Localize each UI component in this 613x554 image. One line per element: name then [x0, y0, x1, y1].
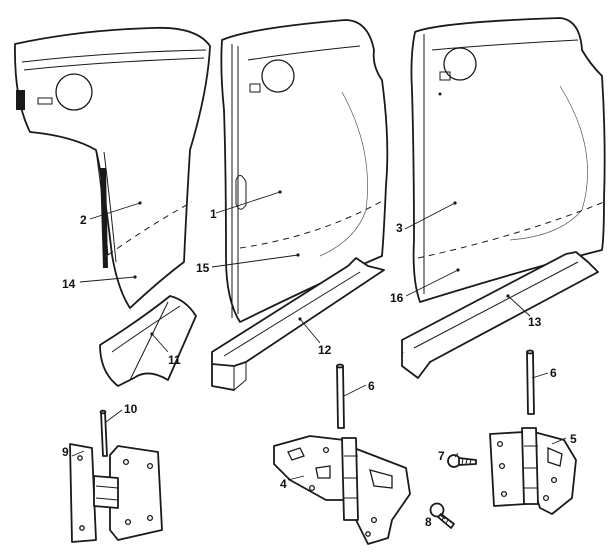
fuel-filler-aperture: [261, 59, 295, 93]
centre-door-skin-panel: [220, 19, 389, 323]
fuel-filler-aperture: [55, 73, 93, 111]
screw-8: [429, 502, 455, 529]
door-hinge-left: [69, 443, 163, 543]
callout-16: 16: [390, 291, 404, 305]
callout-1: 1: [210, 207, 217, 221]
callout-15: 15: [196, 261, 210, 275]
sill-channel-long: [401, 251, 599, 379]
callout-14: 14: [62, 277, 76, 291]
door-hinge-right: [489, 427, 577, 515]
fuel-filler-aperture: [443, 47, 477, 81]
sill-channel-centre: [211, 257, 385, 392]
door-hinge-centre: [273, 435, 411, 545]
left-door-skin-panel: [14, 26, 211, 309]
hinge-pin-small: [99, 409, 108, 457]
screw-7: [447, 454, 477, 468]
callout-11: 11: [168, 353, 181, 367]
right-door-skin-panel: [410, 17, 606, 303]
callout-9: 9: [62, 445, 69, 459]
leader-lines: [71, 191, 567, 520]
callout-4: 4: [280, 477, 287, 491]
callout-7: 7: [438, 449, 445, 463]
callout-6-left: 6: [368, 379, 375, 393]
sill-section-curved: [99, 295, 197, 387]
callout-10: 10: [124, 402, 138, 416]
callout-3: 3: [396, 221, 403, 235]
callout-6-right: 6: [550, 366, 557, 380]
callout-12: 12: [318, 343, 332, 357]
hinge-pin-left: [336, 363, 345, 429]
callout-5: 5: [570, 432, 577, 446]
callout-8: 8: [425, 515, 432, 529]
callout-2: 2: [80, 213, 87, 227]
hinge-pin-right: [526, 349, 535, 415]
callout-13: 13: [528, 315, 542, 329]
